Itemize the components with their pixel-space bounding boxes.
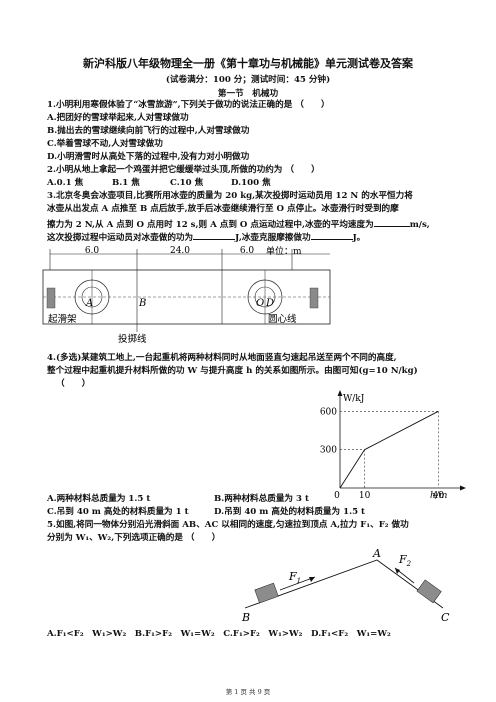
q1-option-a: A.把团好的雪球举起来,人对雪球做功: [47, 113, 189, 123]
y-axis-label: W/kJ: [343, 394, 365, 404]
q2-stem: 2.小明从地上拿起一个鸡蛋并把它缓缓举过头顶,所做的功约为 （ ）: [47, 165, 320, 175]
force-arrow-f1-head: [309, 577, 315, 582]
x-axis-arrow: [460, 485, 466, 491]
point-o-label: O: [256, 298, 264, 309]
q3-line3-unit: m/s,: [409, 220, 430, 230]
q1-stem: 1.小明利用寒假体验了“冰雪旅游”,下列关于做功的说法正确的是 （ ）: [47, 100, 330, 110]
label-f2: F2: [398, 553, 412, 568]
y-axis-arrow: [337, 390, 343, 396]
q3-line1: 3.北京冬奥会冰壶项目,比赛所用冰壶的质量为 20 kg,某次投掷时运动员用 1…: [47, 191, 413, 201]
exam-info: (试卷满分：100 分；测试时间：45 分钟): [165, 75, 331, 85]
q4-line1: 4.(多选)某建筑工地上,一台起重机将两种材料同时从地面竖直匀速起吊送至两个不同…: [47, 353, 397, 363]
q3-line4-text2: J,冰壶克服摩擦做功: [235, 233, 311, 243]
label-f2-main: F: [398, 553, 407, 566]
q5-options: A.F₁<F₂ W₁>W₂ B.F₁>F₂ W₁=W₂ C.F₁>F₂ W₁>W…: [47, 629, 391, 639]
dim-label-2: 24.0: [170, 246, 190, 256]
section-heading: 第一节 机械功: [217, 89, 279, 99]
vertex-a-label: A: [372, 547, 381, 560]
start-frame-label: 起滑架: [48, 314, 77, 325]
q3-blank-friction-work[interactable]: [310, 230, 353, 240]
q1-option-d: D.小明滑雪时从高处下落的过程中,没有力对小明做功: [47, 152, 250, 162]
throw-line-label: 投掷线: [118, 333, 147, 345]
vertex-c-label: C: [441, 611, 450, 624]
centre-line-label: 圆心线: [268, 313, 297, 325]
y-tick-label: 600: [320, 407, 337, 417]
q3-line4-end: J。: [352, 233, 366, 243]
q3-blank-velocity[interactable]: [373, 217, 410, 227]
block-right-body: [416, 579, 442, 604]
series-segment: [364, 410, 439, 451]
q3-line4-text: 这次投掷过程中运动员对冰壶做的功为: [47, 233, 194, 243]
chart-marks: 0 10 40 300 600: [320, 407, 445, 501]
q5-line2: 分别为 W₁、W₂,下列选项正确的是 （ ）: [47, 533, 221, 543]
x-tick-label: 0: [334, 491, 340, 501]
dim-label-3: 6.0: [240, 246, 255, 256]
q5-line1: 5.如图,将同一物体分别沿光滑斜面 AB、AC 以相同的速度,匀速拉到顶点 A,…: [47, 520, 409, 530]
q4-option-d: D.吊到 40 m 高处的材料质量为 1.5 t: [214, 507, 366, 517]
point-a-label: A: [85, 298, 93, 309]
block-right: [416, 579, 442, 604]
point-d-label: D: [265, 298, 274, 309]
q2-option-a: A.0.1 焦: [47, 178, 84, 188]
dim-unit-label: 单位：m: [266, 245, 302, 257]
document-title: 新沪科版八年级物理全一册《第十章功与机械能》单元测试卷及答案: [83, 57, 413, 70]
q1-option-c: C.举着雪球不动,人对雪球做功: [47, 139, 163, 149]
curling-rink-figure: 6.0 24.0 6.0 单位：m A B O D 起滑架 圆心线 投掷线: [42, 245, 331, 345]
point-b-label: B: [138, 298, 146, 309]
q3-line2: 冰壶从出发点 A 点推至 B 点后放手,放手后冰壶继续滑行至 O 点停止。冰壶滑…: [47, 204, 399, 214]
q2-option-b: B.1 焦: [112, 178, 140, 188]
label-f1-sub: 1: [297, 577, 301, 585]
force-arrow-f1: [279, 576, 316, 591]
incline-figure: F1 F2 A B C: [241, 547, 450, 624]
x-tick-label: 40: [433, 491, 445, 501]
y-tick-label: 300: [320, 446, 337, 456]
q4-option-b: B.两种材料总质量为 3 t: [214, 494, 309, 504]
work-height-chart: W/kJ h/m 0 10 40 300 600: [320, 390, 466, 501]
label-f1-main: F: [288, 570, 297, 583]
incline-outline: [244, 559, 444, 609]
left-hack-block: [46, 287, 56, 309]
label-f1: F1: [288, 570, 301, 585]
q3-line3-text: 擦力为 2 N,从 A 点到 O 点用时 12 s,则 A 点到 O 点运动过程…: [47, 220, 374, 230]
page-footer: 第 1 页 共 9 页: [225, 688, 271, 696]
label-f2-sub: 2: [406, 560, 412, 568]
q2-option-d: D.100 焦: [231, 178, 271, 188]
q3-blank-work[interactable]: [193, 230, 236, 240]
block-left: [254, 582, 279, 604]
q3-line3: 擦力为 2 N,从 A 点到 O 点用时 12 s,则 A 点到 O 点运动过程…: [47, 217, 430, 231]
q2-option-c: C.10 焦: [170, 178, 204, 188]
q4-line2: 整个过程中起重机提升材料所做的功 W 与提升高度 h 的关系如图所示。由图可知(…: [47, 366, 418, 376]
vertex-b-label: B: [241, 611, 250, 624]
x-axis-label: h/m: [430, 491, 447, 501]
right-hack-block: [309, 287, 319, 309]
q3-line4: 这次投掷过程中运动员对冰壶做的功为 J,冰壶克服摩擦做功 J。: [47, 230, 365, 244]
dim-label-1: 6.0: [85, 246, 100, 256]
series-segment: [339, 449, 365, 489]
q1-option-b: B.抛出去的雪球继续向前飞行的过程中,人对雪球做功: [47, 126, 250, 136]
q4-option-c: C.吊到 40 m 高处的材料质量为 1 t: [47, 507, 189, 517]
x-tick-label: 10: [359, 491, 371, 501]
q4-line3: （ ）: [56, 379, 91, 389]
q4-option-a: A.两种材料总质量为 1.5 t: [47, 494, 151, 504]
block-left-body: [254, 582, 279, 604]
force-arrow-f2-head: [395, 568, 400, 574]
